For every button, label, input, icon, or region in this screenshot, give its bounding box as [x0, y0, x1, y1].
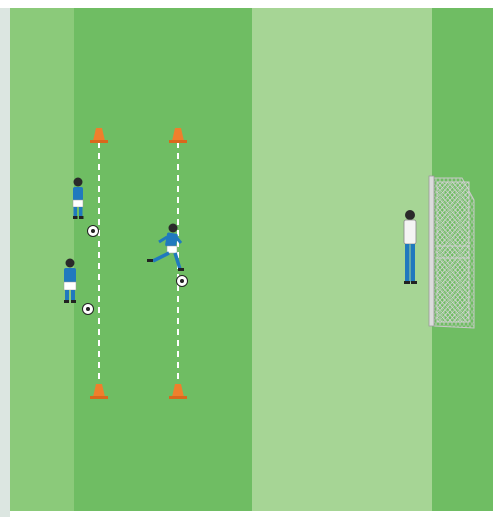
goal-post: [429, 176, 434, 326]
ball-top-left: [88, 226, 99, 237]
side-strip: [0, 8, 10, 517]
ball-bottom-left: [83, 304, 94, 315]
grass-stripe-1: [10, 8, 74, 511]
goal: [429, 176, 474, 328]
ball-running: [177, 276, 188, 287]
grass-stripe-2: [74, 8, 252, 511]
goal-net-back: [437, 182, 469, 322]
